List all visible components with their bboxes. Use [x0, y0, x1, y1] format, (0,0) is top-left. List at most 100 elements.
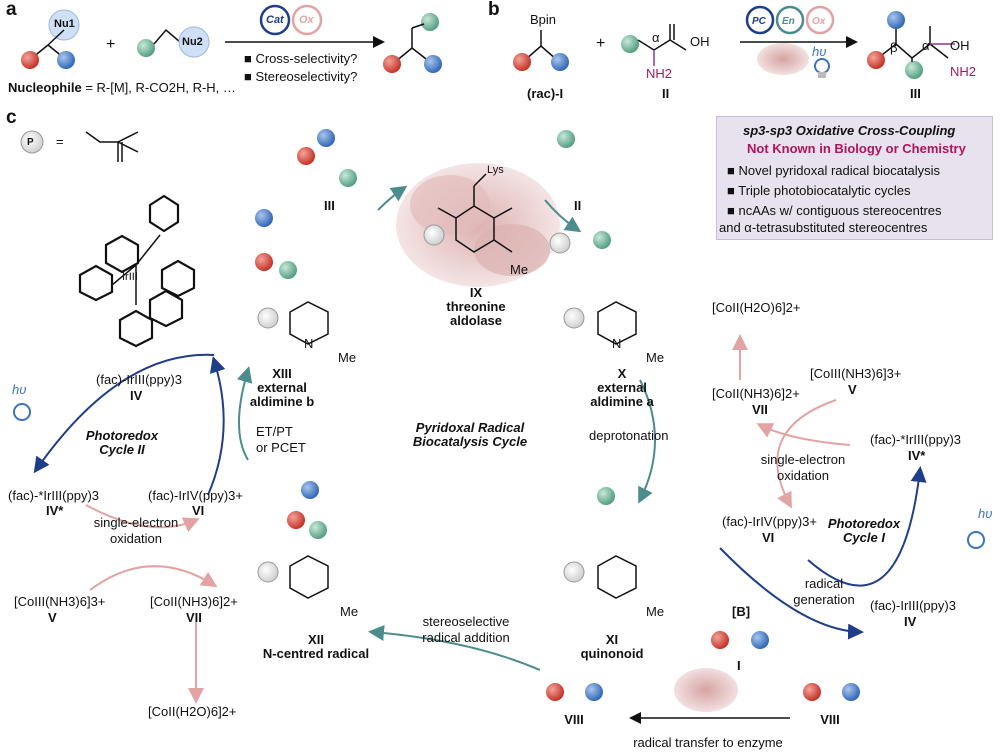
b-bracket-label: [B]	[732, 604, 751, 619]
me-ix: Me	[510, 262, 529, 277]
panel-b-graphics	[513, 5, 955, 79]
nu1-label: Nu1	[54, 18, 75, 30]
nh2-b: NH2	[646, 66, 673, 81]
cat-ox-icons-a	[259, 4, 323, 36]
summary-box: sp3-sp3 Oxidative Cross-Coupling Not Kno…	[716, 116, 993, 240]
nucleophile-label: Nucleophile	[8, 80, 82, 95]
co-ii-nh3-left: [CoII(NH3)6]2+	[150, 594, 238, 609]
photoredox-i-b: Cycle I	[843, 530, 885, 545]
radical-gen-a: radical	[804, 576, 844, 591]
q2-text: Stereoselectivity?	[255, 69, 358, 84]
co-ii-h2o-left: [CoII(H2O)6]2+	[148, 704, 237, 719]
pyridine-rings	[289, 301, 637, 599]
iii-top-label: III	[324, 198, 335, 213]
threonine-aldolase-protein	[396, 163, 560, 287]
ii-label-b: II	[662, 86, 670, 101]
xiii-label: XIII	[272, 366, 292, 381]
substituent-spheres	[255, 129, 860, 701]
bpin-label: Bpin	[530, 12, 557, 27]
v-left-label: V	[48, 610, 57, 625]
phosphate-structure	[20, 130, 139, 162]
box-title: sp3-sp3 Oxidative Cross-Coupling	[743, 123, 956, 138]
box-item-2-text: Triple photobiocatalytic cycles	[738, 183, 911, 198]
alpha-b: α	[652, 30, 660, 45]
ir-star-left: (fac)-*IrIII(ppy)3	[8, 488, 100, 503]
photoredox-cycle-i-arrows	[719, 334, 927, 640]
photoredox-ii-a: Photoredox	[85, 428, 159, 443]
ii-top-label: II	[574, 198, 582, 213]
box-item-4: and α-tetrasubstituted stereocentres	[719, 220, 928, 235]
xiii-desc-a: external	[257, 380, 307, 395]
viii-right-label: VIII	[820, 712, 840, 727]
hv-b: hυ	[812, 44, 827, 59]
i-label: I	[737, 658, 741, 673]
pyridoxal-cycle-b: Biocatalysis Cycle	[412, 434, 528, 449]
me-x: Me	[646, 350, 665, 365]
beta-b: β	[890, 40, 898, 55]
et-pt-b: or PCET	[256, 440, 306, 455]
nu2-label: Nu2	[182, 36, 203, 48]
plp-ix-structure	[437, 173, 513, 253]
phosphate-eq: =	[56, 134, 64, 149]
v-right-label: V	[848, 382, 857, 397]
ser-ox-right-b: oxidation	[776, 468, 830, 483]
ir-iv-right: (fac)-IrIV(ppy)3+	[722, 514, 817, 529]
box-item-3-text: ncAAs w/ contiguous stereocentres	[738, 203, 942, 218]
iv-left-label: IV	[130, 388, 143, 403]
box-item-2: ■ Triple photobiocatalytic cycles	[727, 183, 911, 198]
oh-b-product: OH	[950, 38, 970, 53]
ix-label: IX	[469, 285, 483, 300]
ir-iii-right: (fac)-IrIII(ppy)3	[870, 598, 956, 613]
photoredox-ii-b: Cycle II	[99, 442, 145, 457]
nucleophile-def: = R-[M], R-CO2H, R-H, …	[85, 80, 236, 95]
co-iii-left: [CoIII(NH3)6]3+	[14, 594, 106, 609]
photoredox-i-a: Photoredox	[827, 516, 901, 531]
question-stereo: ■ Stereoselectivity?	[244, 69, 358, 84]
vii-right-label: VII	[752, 402, 768, 417]
ser-ox-right-a: single-electron	[760, 452, 846, 467]
xiii-desc-b: aldimine b	[249, 394, 315, 409]
ox-label-a: Ox	[299, 14, 314, 26]
light-bulb-icons	[13, 403, 985, 549]
xi-label: XI	[605, 632, 619, 647]
lys-label: Lys	[487, 164, 504, 176]
ir-star-right: (fac)-*IrIII(ppy)3	[870, 432, 962, 447]
xi-desc: quinonoid	[580, 646, 644, 661]
plus-a: +	[106, 36, 116, 53]
ir-center-label: IrIII	[122, 271, 138, 283]
hv-right: hυ	[978, 506, 993, 521]
nucleophile-line: Nucleophile = R-[M], R-CO2H, R-H, …	[8, 80, 236, 95]
question-cross: ■ Cross-selectivity?	[244, 51, 358, 66]
stereo-a: stereoselective	[422, 614, 510, 629]
photoredox-cycle-ii-arrows	[33, 353, 226, 704]
ser-ox-left-b: oxidation	[109, 531, 163, 546]
rac-i-label: (rac)-I	[527, 86, 564, 101]
panel-c-label: c	[6, 107, 17, 128]
q1-text: Cross-selectivity?	[255, 51, 358, 66]
ser-ox-left-a: single-electron	[93, 515, 179, 530]
plus-b: +	[596, 35, 606, 52]
alpha-b-product: α	[922, 38, 930, 53]
me-xiii: Me	[338, 350, 357, 365]
oh-b: OH	[690, 34, 710, 49]
panel-a-graphics	[21, 9, 442, 73]
xii-desc: N-centred radical	[262, 646, 370, 661]
threonine-label: threonine	[446, 299, 506, 314]
co-iii-right: [CoIII(NH3)6]3+	[810, 366, 902, 381]
box-subtitle: Not Known in Biology or Chemistry	[747, 141, 966, 156]
phosphate-p: P	[27, 137, 34, 148]
en-label: En	[782, 16, 795, 27]
deprotonation-label: deprotonation	[589, 428, 669, 443]
stereo-b: radical addition	[422, 630, 510, 645]
aldolase-label: aldolase	[449, 313, 503, 328]
iii-label-b: III	[910, 86, 921, 101]
box-item-3: ■ ncAAs w/ contiguous stereocentres	[727, 203, 942, 218]
n-xiii: N	[304, 336, 314, 351]
pyridoxal-cycle-a: Pyridoxal Radical	[415, 420, 525, 435]
ir-iv-left: (fac)-IrIV(ppy)3+	[148, 488, 243, 503]
vii-left-label: VII	[186, 610, 202, 625]
panel-a-label: a	[6, 0, 17, 20]
enzyme-protein-bottom	[674, 668, 738, 712]
